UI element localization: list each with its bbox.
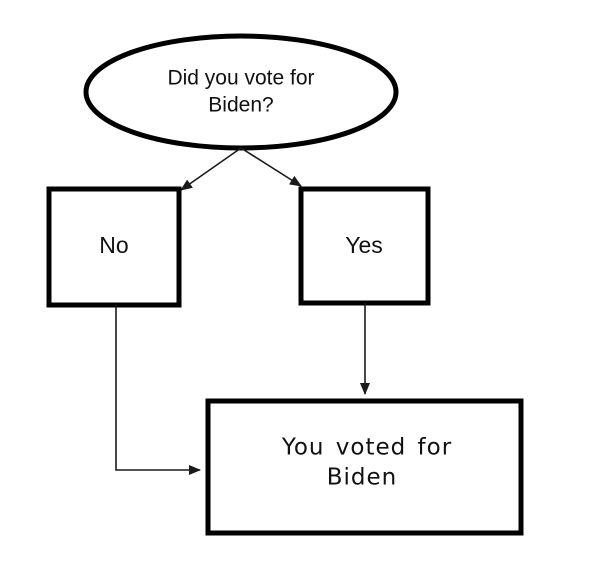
arrow-question-to-yes <box>240 147 302 187</box>
yes-node: Yes <box>298 186 431 306</box>
question-text-line2: Biden? <box>208 94 273 117</box>
result-node: You voted for Biden <box>205 398 524 536</box>
result-box <box>205 398 524 536</box>
no-node: No <box>46 186 182 308</box>
question-node: Did you vote for Biden? <box>83 33 399 151</box>
result-text-line2: Biden <box>327 465 398 491</box>
arrow-no-to-result <box>115 305 201 475</box>
arrow-question-to-no <box>180 147 242 191</box>
question-ellipse <box>83 33 399 151</box>
result-text-line1: You voted for <box>281 435 452 461</box>
yes-label: Yes <box>345 232 383 258</box>
no-box <box>46 186 182 308</box>
question-text-line1: Did you vote for <box>167 67 314 90</box>
no-label: No <box>99 232 128 258</box>
